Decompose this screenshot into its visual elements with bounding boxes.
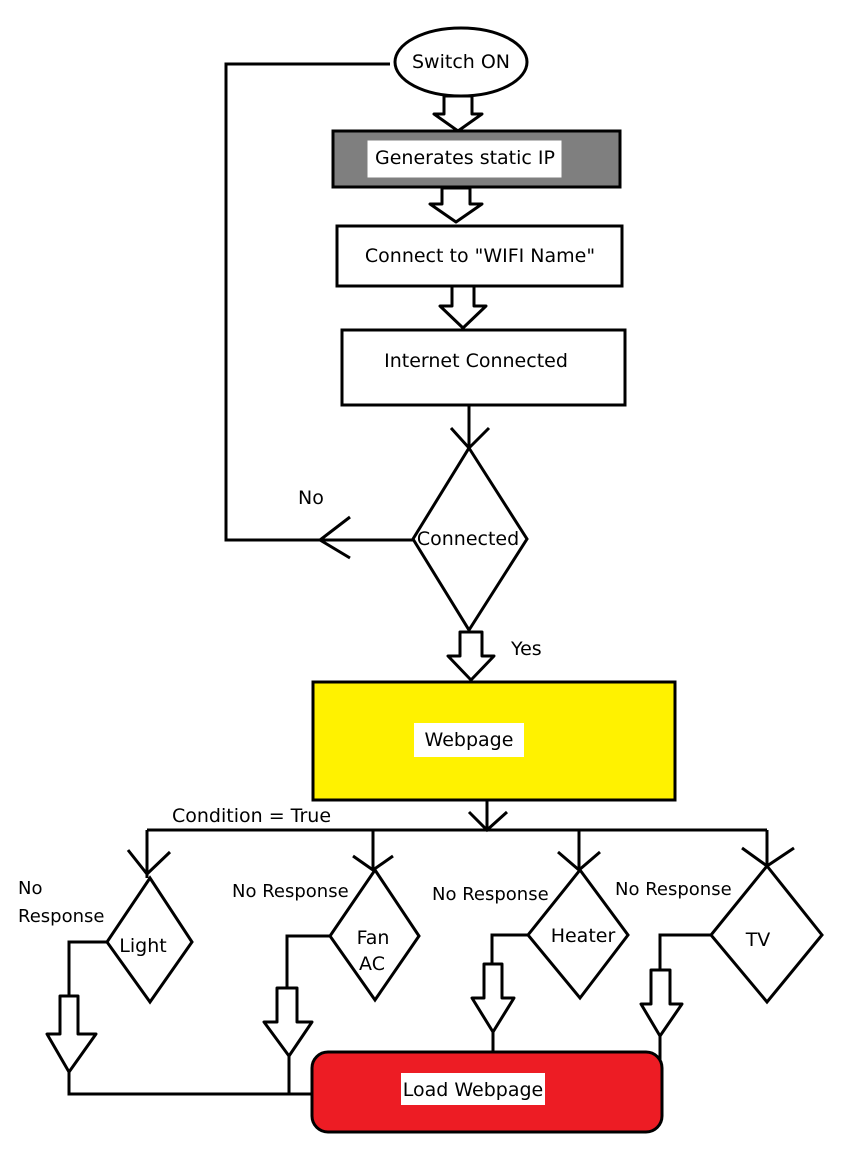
block-arrow-start-to-ip [432, 94, 484, 133]
device-fan-ac-node [328, 867, 421, 1003]
light-to-load-connector [67, 1072, 314, 1096]
no-arrowhead [317, 515, 351, 560]
drop-light-arrowhead [126, 849, 172, 877]
block-arrow-heater [470, 962, 516, 1034]
load-webpage-label: Load Webpage [403, 1079, 544, 1101]
device-heater-node [526, 867, 630, 1001]
fan-no-response-label: No Response [232, 881, 349, 902]
block-arrow-fan [262, 986, 314, 1058]
device-light-label: Light [119, 935, 166, 957]
device-tv-label: TV [745, 929, 771, 951]
connect-wifi-node [335, 224, 624, 288]
yes-edge-label: Yes [510, 638, 542, 660]
device-ac-label: AC [359, 953, 385, 975]
block-arrow-ip-to-wifi [428, 186, 484, 224]
light-no-response-line1: No [18, 878, 42, 899]
decision-connected-node [411, 445, 529, 633]
light-no-response-line2: Response [18, 906, 104, 927]
webpage-label-bg [414, 723, 524, 757]
fan-no-response-connector [285, 934, 330, 990]
internet-connected-node [340, 328, 627, 407]
device-fan-label: Fan [357, 927, 390, 949]
load-webpage-label-bg [401, 1073, 545, 1105]
block-arrow-light [45, 994, 98, 1074]
tv-no-response-label: No Response [615, 879, 732, 900]
start-node-label: Switch ON [412, 51, 510, 73]
static-ip-label: Generates static IP [375, 147, 555, 169]
block-arrow-wifi-to-internet [438, 284, 488, 330]
connect-wifi-label: Connect to "WIFI Name" [365, 245, 595, 267]
condition-true-label: Condition = True [172, 805, 331, 827]
block-arrow-tv [639, 968, 684, 1038]
tv-no-response-connector [658, 933, 711, 972]
no-edge-label: No [298, 487, 324, 509]
heater-no-response-label: No Response [432, 884, 549, 905]
device-light-node [105, 875, 194, 1005]
device-tv-node [709, 863, 824, 1005]
decision-connected-label: Connected [417, 528, 519, 550]
device-heater-label: Heater [551, 925, 616, 947]
drop-fan-arrowhead [352, 854, 394, 872]
internet-connected-label: Internet Connected [384, 350, 568, 372]
heater-no-response-connector [490, 933, 528, 966]
static-ip-label-bg [367, 140, 562, 178]
block-arrow-decision-to-webpage [446, 630, 496, 682]
light-no-response-connector [67, 940, 107, 998]
webpage-label: Webpage [425, 729, 514, 751]
